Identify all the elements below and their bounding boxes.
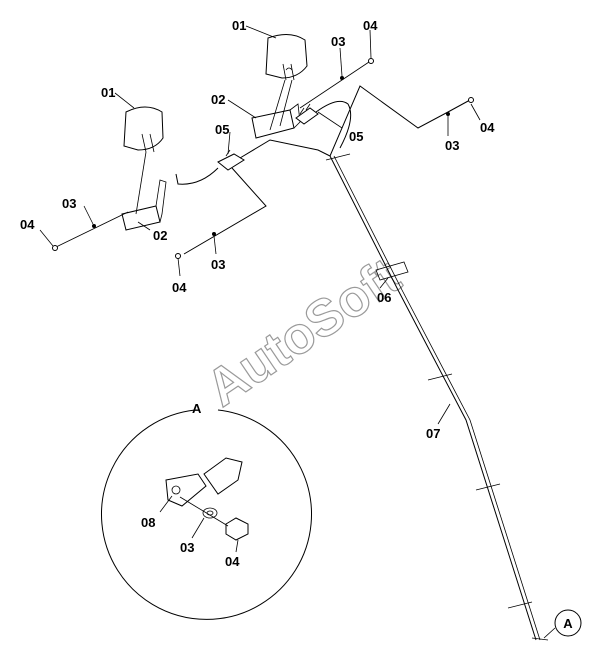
label-01-right: 01 bbox=[232, 18, 246, 33]
right-connector bbox=[295, 103, 319, 125]
left-lamp bbox=[123, 106, 164, 153]
detail-callout[interactable] bbox=[554, 609, 582, 637]
label-03-right: 03 bbox=[445, 138, 459, 153]
label-03-detail: 03 bbox=[180, 540, 194, 555]
watermark: AutoSoft bbox=[196, 247, 410, 418]
label-05-left: 05 bbox=[215, 122, 229, 137]
detail-view: A bbox=[101, 401, 312, 620]
label-01-left: 01 bbox=[101, 85, 115, 100]
label-05-right: 05 bbox=[349, 129, 363, 144]
right-bracket bbox=[251, 79, 301, 139]
label-03-top: 03 bbox=[331, 34, 345, 49]
label-04-top: 04 bbox=[363, 18, 378, 33]
label-04-mid: 04 bbox=[172, 280, 187, 295]
detail-label: A bbox=[192, 401, 202, 416]
label-06: 06 bbox=[377, 290, 391, 305]
label-08-detail: 08 bbox=[141, 515, 155, 530]
label-03-left: 03 bbox=[62, 196, 76, 211]
label-02-right: 02 bbox=[211, 92, 225, 107]
label-07: 07 bbox=[426, 426, 440, 441]
label-04-right: 04 bbox=[480, 120, 495, 135]
label-03-mid: 03 bbox=[211, 257, 225, 272]
right-lamp bbox=[265, 34, 308, 81]
left-bracket bbox=[121, 151, 167, 231]
label-04-left: 04 bbox=[20, 217, 35, 232]
detail-callout-label: A bbox=[563, 616, 573, 631]
label-04-detail: 04 bbox=[225, 554, 240, 569]
label-02-left: 02 bbox=[153, 228, 167, 243]
left-connector bbox=[217, 149, 245, 171]
